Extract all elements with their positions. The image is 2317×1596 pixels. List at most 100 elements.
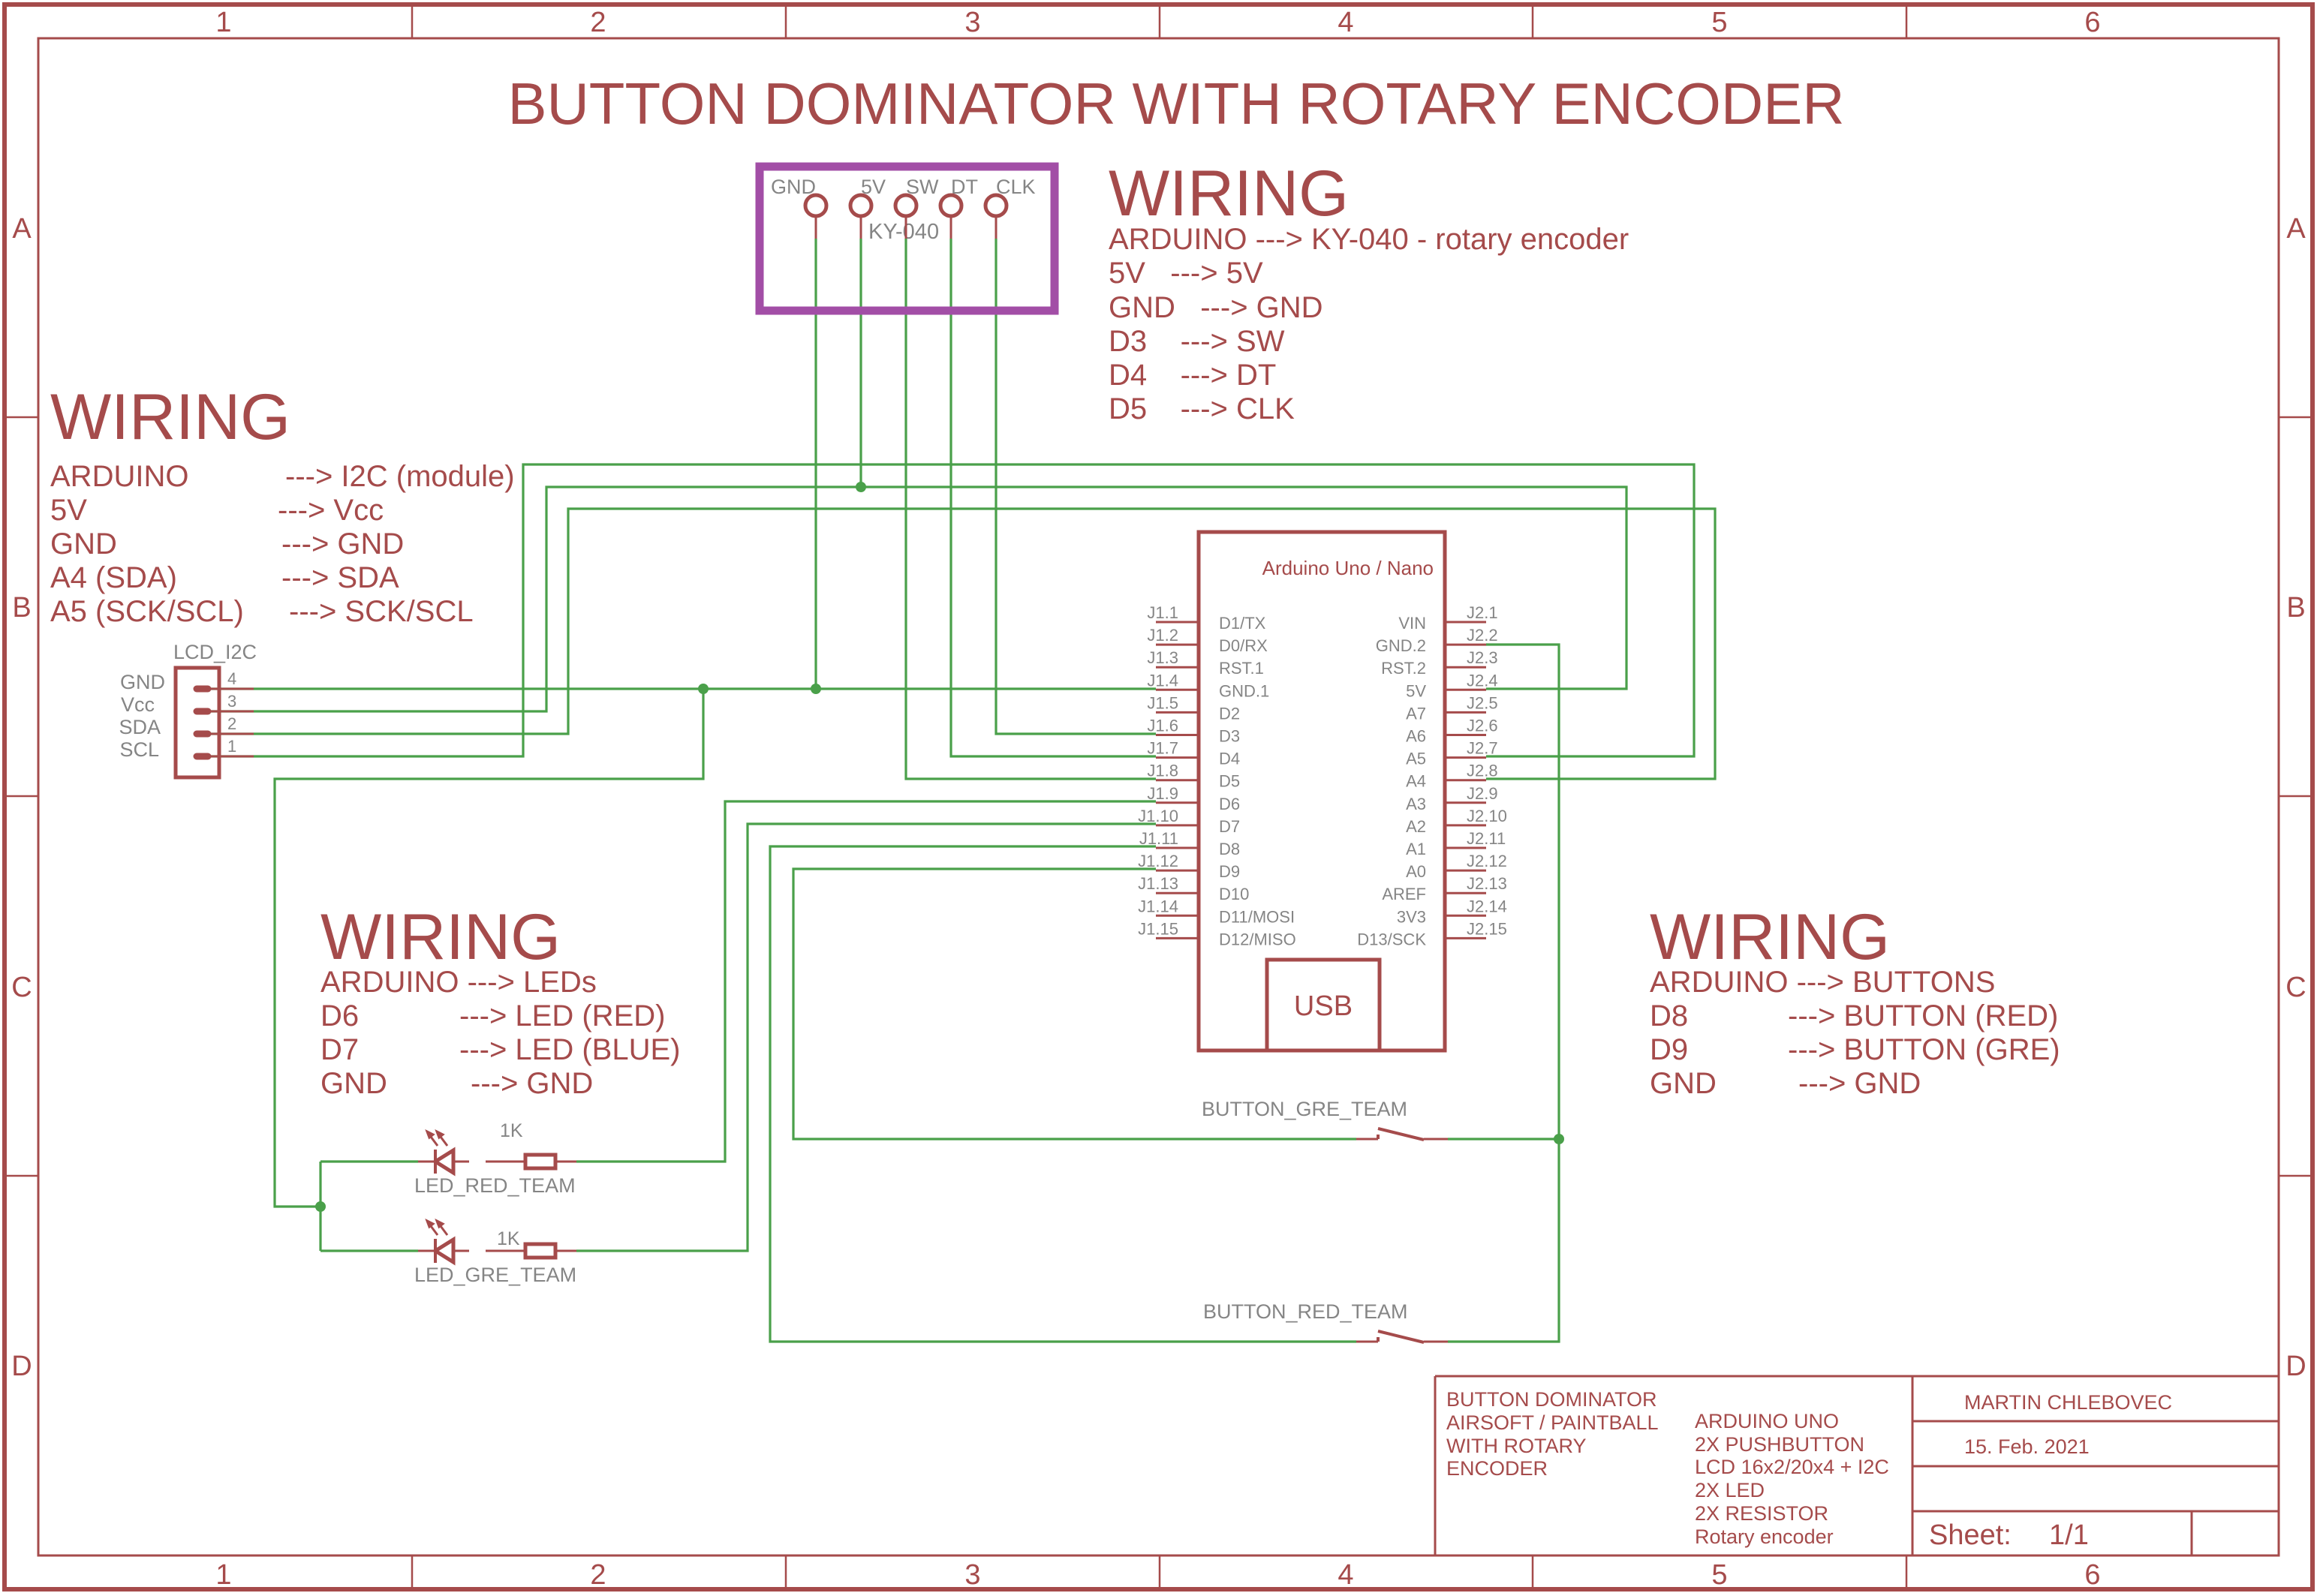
usb-label: USB xyxy=(1294,990,1353,1022)
arduino-pin-left[interactable]: J1.7D4 xyxy=(1147,739,1240,768)
pin-ref: J1.4 xyxy=(1147,671,1178,690)
row-label: C xyxy=(11,972,32,1003)
column-label: 2 xyxy=(590,7,606,38)
pin-ref: J1.2 xyxy=(1147,626,1178,645)
row-label: C xyxy=(2285,972,2306,1003)
note-line-right: ---> GND xyxy=(471,1067,593,1100)
arduino-pin-left[interactable]: J1.2D0/RX xyxy=(1147,626,1268,655)
pin-name: VIN xyxy=(1398,614,1426,633)
lcd-pin-number: 1 xyxy=(227,737,236,756)
arduino-pin-left[interactable]: J1.8D5 xyxy=(1147,762,1240,791)
note-line-right: ---> GND xyxy=(281,527,404,561)
switch-icon xyxy=(1377,1330,1425,1344)
column-label: 3 xyxy=(964,7,980,38)
pin-name: D2 xyxy=(1219,704,1240,723)
pin-ref: J1.14 xyxy=(1138,897,1178,915)
bom-line: 2X PUSHBUTTON xyxy=(1695,1433,1864,1456)
arduino-pin-right[interactable]: J2.8A4 xyxy=(1406,762,1498,791)
light-emission-icon xyxy=(425,1129,449,1147)
title-block: BUTTON DOMINATOR AIRSOFT / PAINTBALL WIT… xyxy=(1434,1375,2279,1555)
arduino-pin-left[interactable]: J1.9D6 xyxy=(1147,784,1240,813)
junction-dot xyxy=(315,1201,326,1212)
wire-d8-button-red xyxy=(769,845,1356,1343)
lcd-pin-label: GND xyxy=(120,671,165,693)
note-line-left: D8 xyxy=(1650,999,1688,1032)
arduino-pin-left[interactable]: J1.1D1/TX xyxy=(1147,603,1265,633)
column-label: 4 xyxy=(1338,7,1353,38)
arduino-pin-right[interactable]: J2.9A3 xyxy=(1406,784,1498,813)
note-line-right: ---> LED (RED) xyxy=(459,999,665,1032)
pin-ref: J2.9 xyxy=(1467,784,1498,803)
wire-scl-lcd xyxy=(205,463,1696,758)
arduino-pin-left[interactable]: J1.6D3 xyxy=(1147,717,1240,746)
lcd-connector-body xyxy=(173,666,221,780)
pin-name: D11/MOSI xyxy=(1219,907,1295,926)
pin-ref: J1.5 xyxy=(1147,693,1178,712)
note-line-right: ---> BUTTON (GRE) xyxy=(1788,1033,2060,1066)
author: MARTIN CHLEBOVEC xyxy=(1964,1391,2172,1414)
pin-name: D6 xyxy=(1219,795,1240,813)
pin-name: 3V3 xyxy=(1397,907,1426,926)
arduino-pin-right[interactable]: J2.6A6 xyxy=(1406,717,1498,746)
led-name: LED_RED_TEAM xyxy=(414,1174,576,1197)
pin-name: GND.1 xyxy=(1219,681,1269,700)
pin-ref: J1.6 xyxy=(1147,717,1178,735)
junctions xyxy=(315,482,1564,1212)
note-heading: WIRING xyxy=(1650,901,1890,973)
note-line-right: ---> GND xyxy=(1798,1067,1921,1100)
lcd-wiring-note: WIRING ARDUINO ---> I2C (module) 5V --->… xyxy=(50,381,515,628)
note-line-right: ---> Vcc xyxy=(278,494,384,527)
column-label: 3 xyxy=(964,1559,980,1591)
wire-dt-encoder xyxy=(949,239,1156,758)
wire-d6-led-red xyxy=(576,800,1156,1163)
note-line: D4 ---> DT xyxy=(1109,359,1276,392)
column-label: 6 xyxy=(2084,7,2100,38)
pin-ref: J2.14 xyxy=(1467,897,1507,915)
pin-ref: J2.11 xyxy=(1467,829,1506,848)
arduino-board[interactable]: Arduino Uno / Nano USB J1.1D1/TXJ1.2D0/R… xyxy=(1138,530,1507,1053)
pin-ref: J1.15 xyxy=(1138,919,1178,938)
led-gre-team[interactable]: 1K LED_GRE_TEAM xyxy=(414,1218,576,1286)
note-line-left: GND xyxy=(1650,1067,1717,1100)
column-label: 5 xyxy=(1711,7,1727,38)
pin-ref: J2.8 xyxy=(1467,762,1498,780)
button-red-team[interactable]: BUTTON_RED_TEAM xyxy=(1203,1300,1448,1344)
junction-dot xyxy=(811,684,821,694)
pin-name: D13/SCK xyxy=(1357,930,1426,948)
junction-dot xyxy=(698,684,709,694)
ky040-encoder-module[interactable]: GND 5V SW DT CLK KY-040 xyxy=(755,162,1059,315)
pin-ref: J1.3 xyxy=(1147,648,1178,667)
arduino-pin-right[interactable]: J2.45V xyxy=(1406,671,1498,700)
arduino-pin-right[interactable]: J2.14 3V3 xyxy=(1397,897,1507,926)
pin-ref: J1.9 xyxy=(1147,784,1178,803)
arduino-pin-left[interactable]: J1.5D2 xyxy=(1147,693,1240,723)
wire-gnd-leds xyxy=(273,689,705,1208)
arduino-pin-right[interactable]: J2.7A5 xyxy=(1406,739,1498,768)
arduino-pin-right[interactable]: J2.5A7 xyxy=(1406,693,1498,723)
project-line: BUTTON DOMINATOR xyxy=(1446,1388,1657,1411)
pin-name: D3 xyxy=(1219,727,1240,746)
led-red-team[interactable]: 1K LED_RED_TEAM xyxy=(414,1120,576,1197)
column-label: 6 xyxy=(2084,1559,2100,1591)
button-gre-team[interactable]: BUTTON_GRE_TEAM xyxy=(1202,1098,1448,1141)
encoder-pin-label: GND xyxy=(771,176,816,198)
pin-ref: J2.12 xyxy=(1467,852,1507,870)
lcd-i2c-connector[interactable]: LCD_I2C GND Vcc SDA SCL 4 3 2 1 xyxy=(119,641,257,780)
bom-line: 2X LED xyxy=(1695,1479,1765,1501)
